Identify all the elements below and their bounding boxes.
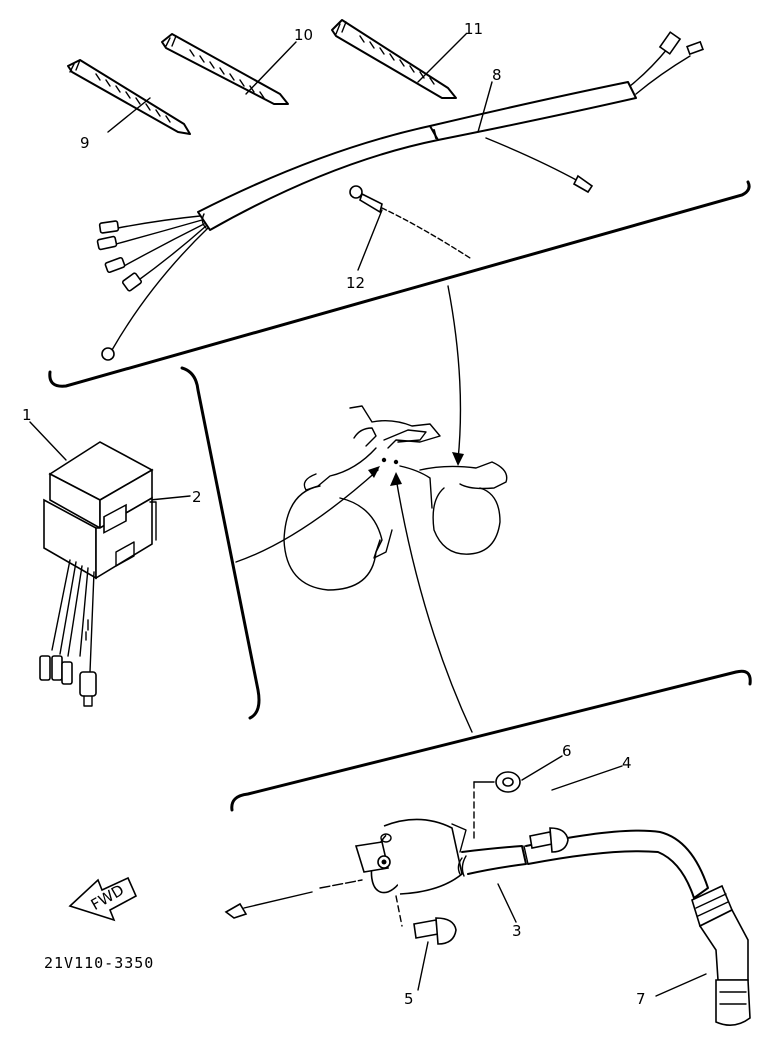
callout-5: 5 [404,990,414,1008]
cable-band-11 [331,19,457,99]
section-dividers [48,180,752,812]
pointer-arrows [235,285,473,733]
bolt-4 [529,827,569,853]
ignition-coil [224,781,709,927]
washer-6 [495,771,521,793]
part-code: 21V110-3350 [44,954,154,972]
cable-band-10 [161,33,289,105]
callout-10: 10 [294,26,313,44]
spark-plug-cap [691,884,751,1026]
cable-band-9 [67,59,191,135]
leader-lines [29,33,707,997]
callout-2: 2 [192,488,202,506]
bolt-5 [413,917,457,945]
cdi-unit [39,441,157,707]
motorcycle-silhouette [283,405,508,591]
callout-8: 8 [492,66,502,84]
ground-lead [349,185,471,259]
callout-4: 4 [622,754,632,772]
callout-numbers: 1 2 3 4 5 6 7 8 9 10 11 12 [22,20,646,1008]
fwd-arrow-icon: FWD [68,876,138,922]
callout-6: 6 [562,742,572,760]
callout-7: 7 [636,990,646,1008]
callout-11: 11 [464,20,483,38]
callout-12: 12 [346,274,365,292]
callout-3: 3 [512,922,522,940]
callout-1: 1 [22,406,32,424]
callout-9: 9 [80,134,90,152]
wire-harness [96,31,704,361]
